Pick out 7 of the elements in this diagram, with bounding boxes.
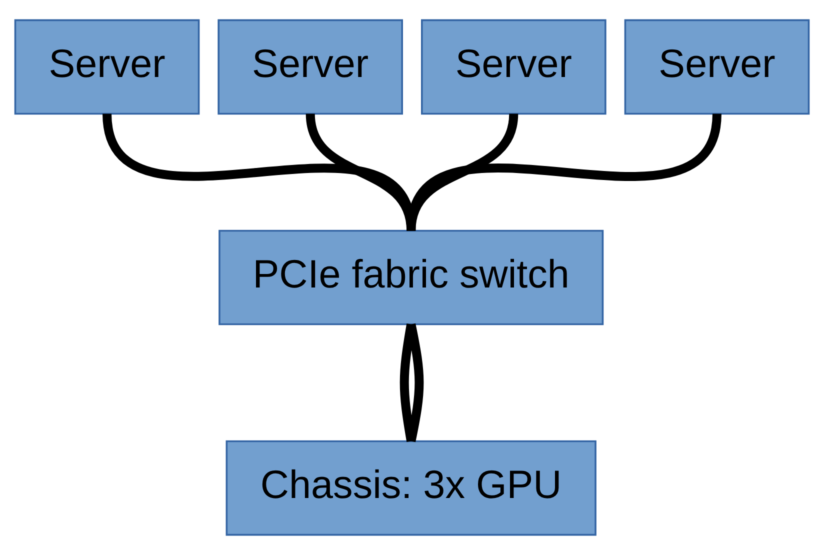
node-box: Server (421, 19, 606, 115)
node-box: Server (218, 19, 403, 115)
node-box: PCIe fabric switch (218, 230, 604, 326)
node-box: Server (624, 19, 810, 115)
node-box: Chassis: 3x GPU (226, 440, 596, 536)
connector (406, 112, 722, 232)
node-box: Server (14, 19, 200, 115)
